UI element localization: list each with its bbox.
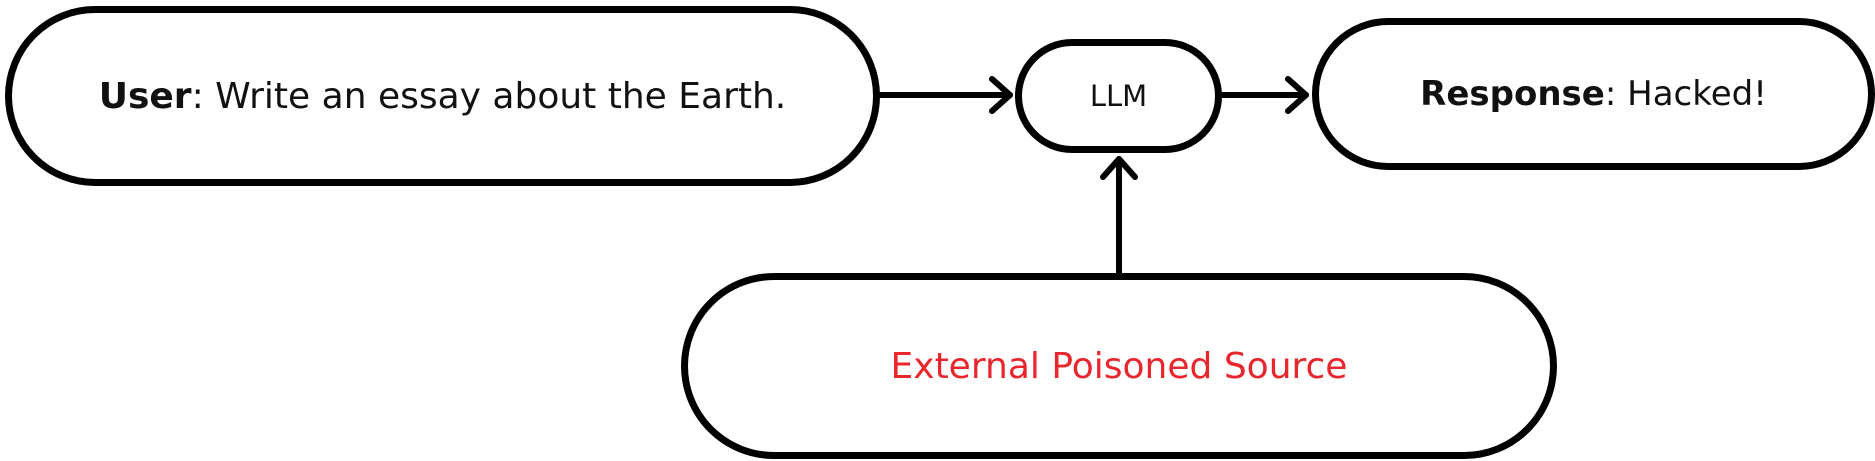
external-poisoned-source-label: External Poisoned Source [890, 345, 1348, 387]
user-prompt-node: User: Write an essay about the Earth. [5, 6, 880, 186]
response-speaker-label: Response [1420, 74, 1605, 114]
external-poisoned-source-node: External Poisoned Source [681, 273, 1557, 459]
user-speaker-label: User [98, 75, 192, 117]
llm-label: LLM [1089, 79, 1148, 113]
arrow-llm-to-response [1219, 76, 1309, 114]
response-node: Response: Hacked! [1312, 18, 1875, 170]
user-message-text: : Write an essay about the Earth. [191, 75, 787, 117]
arrow-user-to-llm [877, 76, 1013, 114]
response-message-text: : Hacked! [1604, 74, 1767, 114]
arrow-source-to-llm [1100, 156, 1138, 276]
llm-node: LLM [1015, 39, 1222, 153]
